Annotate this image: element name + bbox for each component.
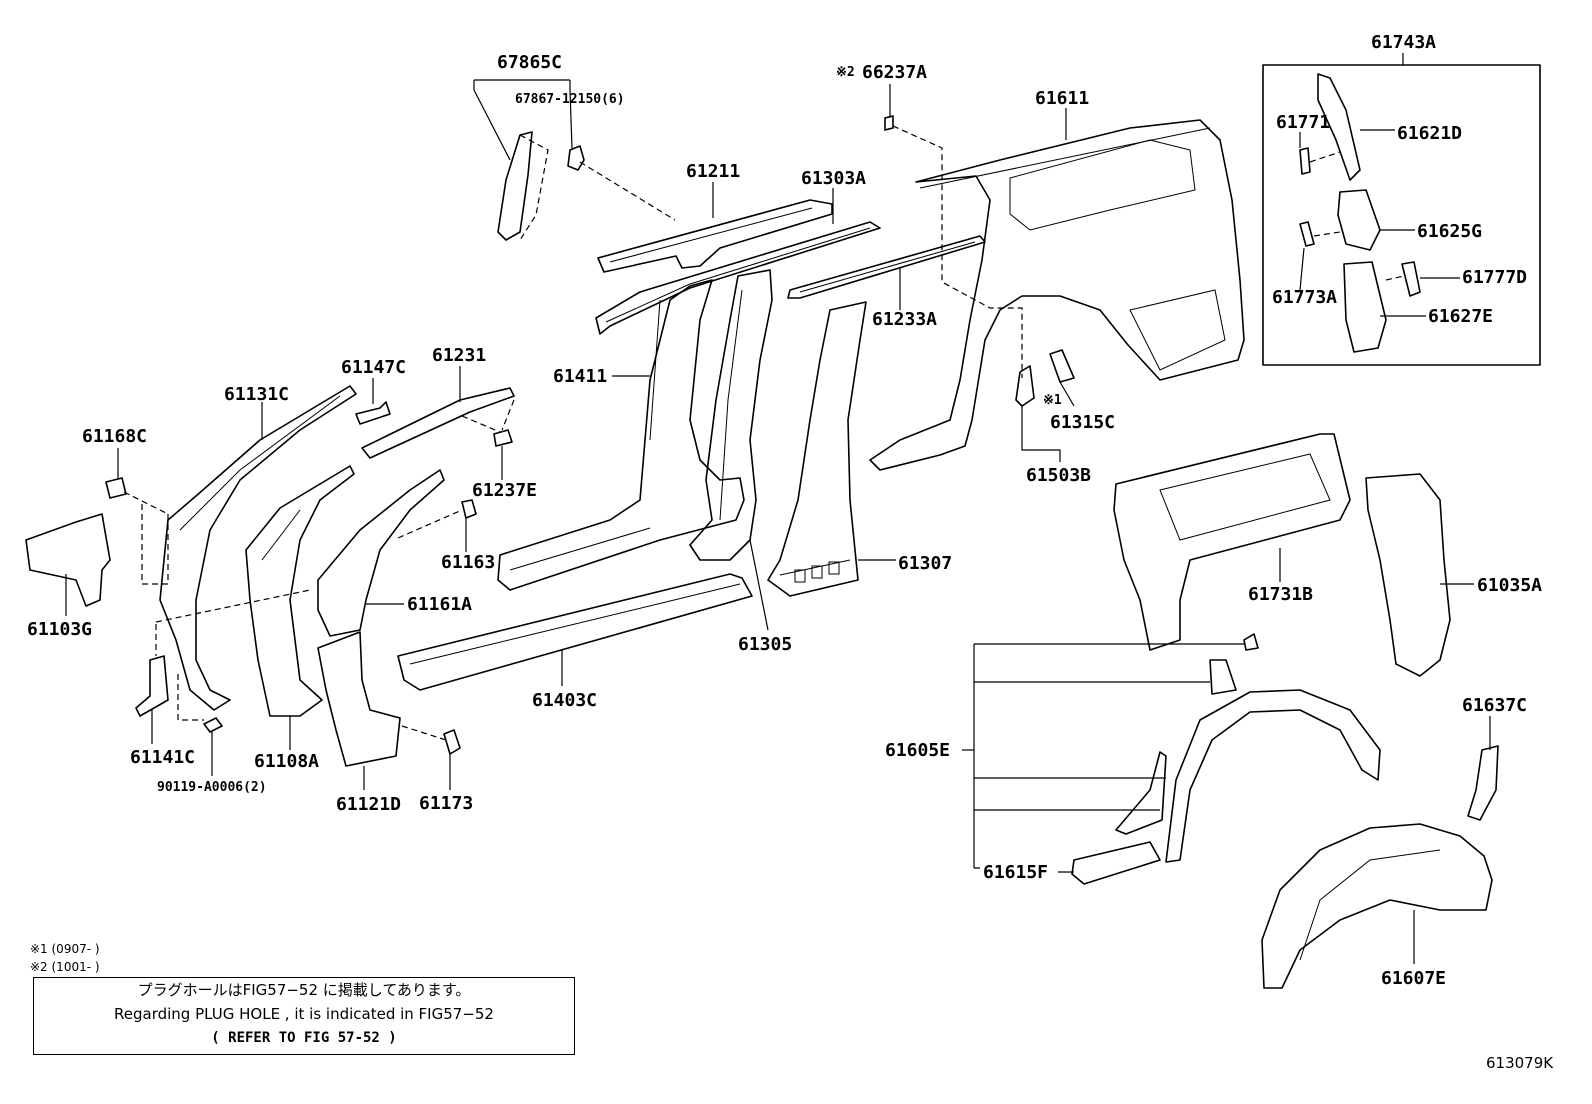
label-61121D: 61121D: [336, 794, 401, 815]
label-61611: 61611: [1035, 88, 1089, 109]
part-61173: [443, 729, 461, 755]
mark-2-66237A: ※2: [836, 65, 855, 80]
part-61231: [361, 387, 515, 459]
note-english: Regarding PLUG HOLE , it is indicated in…: [114, 1005, 494, 1023]
label-61777D: 61777D: [1462, 267, 1527, 288]
label-67865C: 67865C: [497, 52, 562, 73]
part-61161A: [317, 469, 445, 637]
label-61141C: 61141C: [130, 747, 195, 768]
label-61305: 61305: [738, 634, 792, 655]
note-reference: ( REFER TO FIG 57-52 ): [211, 1030, 397, 1046]
part-61315C: [1049, 349, 1075, 383]
label-61173: 61173: [419, 793, 473, 814]
label-61743A: 61743A: [1371, 32, 1436, 53]
part-61771: [1299, 147, 1311, 175]
part-61237E: [493, 429, 513, 447]
footnote-2: ※2 (1001- ): [30, 960, 100, 974]
part-61403C: [397, 573, 753, 691]
part-labels: 67865C 67867-12150(6) ※2 66237A 61611 61…: [27, 32, 1542, 989]
part-61147C: [355, 401, 391, 425]
part-61777D: [1401, 261, 1421, 297]
part-66237A: [884, 115, 894, 131]
label-61103G: 61103G: [27, 619, 92, 640]
label-61147C: 61147C: [341, 357, 406, 378]
label-61211: 61211: [686, 161, 740, 182]
part-61303A: [595, 221, 881, 335]
part-61141C: [135, 655, 169, 717]
label-61411: 61411: [553, 366, 607, 387]
part-61637C: [1467, 745, 1499, 821]
part-61605E: [1165, 633, 1381, 863]
label-61231: 61231: [432, 345, 486, 366]
label-61303A: 61303A: [801, 168, 866, 189]
label-61233A: 61233A: [872, 309, 937, 330]
label-61035A: 61035A: [1477, 575, 1542, 596]
label-61773A: 61773A: [1272, 287, 1337, 308]
label-61307: 61307: [898, 553, 952, 574]
plug-hole-note-box: プラグホールはFIG57−52 に掲載してあります。 Regarding PLU…: [33, 977, 575, 1055]
footnote-1: ※1 (0907- ): [30, 942, 100, 956]
part-61615F: [1071, 751, 1167, 885]
label-61315C: 61315C: [1050, 412, 1115, 433]
label-90119: 90119-A0006(2): [157, 780, 267, 795]
part-61233A: [787, 235, 986, 299]
label-61163: 61163: [441, 552, 495, 573]
label-61168C: 61168C: [82, 426, 147, 447]
part-61211: [597, 199, 833, 273]
label-61627E: 61627E: [1428, 306, 1493, 327]
part-61103G: [25, 513, 111, 607]
part-61121D: [317, 631, 401, 767]
part-67865C: [497, 131, 549, 241]
label-61771: 61771: [1276, 112, 1330, 133]
label-61731B: 61731B: [1248, 584, 1313, 605]
label-61503B: 61503B: [1026, 465, 1091, 486]
part-61607E: [1261, 823, 1493, 989]
label-61108A: 61108A: [254, 751, 319, 772]
label-67867: 67867-12150(6): [515, 92, 625, 107]
kit-box-61743A: [1262, 64, 1541, 366]
part-61108A: [245, 465, 355, 717]
part-61163: [461, 499, 477, 519]
mark-1-61315C: ※1: [1043, 393, 1062, 408]
part-61131C: [159, 385, 357, 711]
part-61307: [767, 301, 867, 597]
part-67867-clip: [567, 145, 585, 171]
note-japanese: プラグホールはFIG57−52 に掲載してあります。: [137, 981, 471, 999]
part-61411: [497, 279, 745, 591]
part-61625G: [1337, 189, 1381, 251]
label-61621D: 61621D: [1397, 123, 1462, 144]
footnotes: ※1 (0907- ) ※2 (1001- ): [30, 940, 100, 976]
part-61611: [869, 119, 1245, 471]
label-61607E: 61607E: [1381, 968, 1446, 989]
figure-id: 613079K: [1486, 1054, 1554, 1072]
part-61773A: [1299, 221, 1315, 247]
label-66237A: 66237A: [862, 62, 927, 83]
part-61035A: [1365, 473, 1451, 677]
label-61625G: 61625G: [1417, 221, 1482, 242]
part-61305: [689, 269, 773, 561]
label-61637C: 61637C: [1462, 695, 1527, 716]
label-61403C: 61403C: [532, 690, 597, 711]
label-61131C: 61131C: [224, 384, 289, 405]
part-61503B: [1015, 365, 1035, 407]
part-61168C: [105, 477, 127, 499]
label-61161A: 61161A: [407, 594, 472, 615]
label-61605E: 61605E: [885, 740, 950, 761]
part-61731B: [1113, 433, 1351, 651]
label-61615F: 61615F: [983, 862, 1048, 883]
part-90119-bolt: [203, 717, 223, 733]
leader-lines: [65, 53, 1491, 964]
part-61621D: [1317, 73, 1361, 181]
label-61237E: 61237E: [472, 480, 537, 501]
part-61627E: [1343, 261, 1387, 353]
